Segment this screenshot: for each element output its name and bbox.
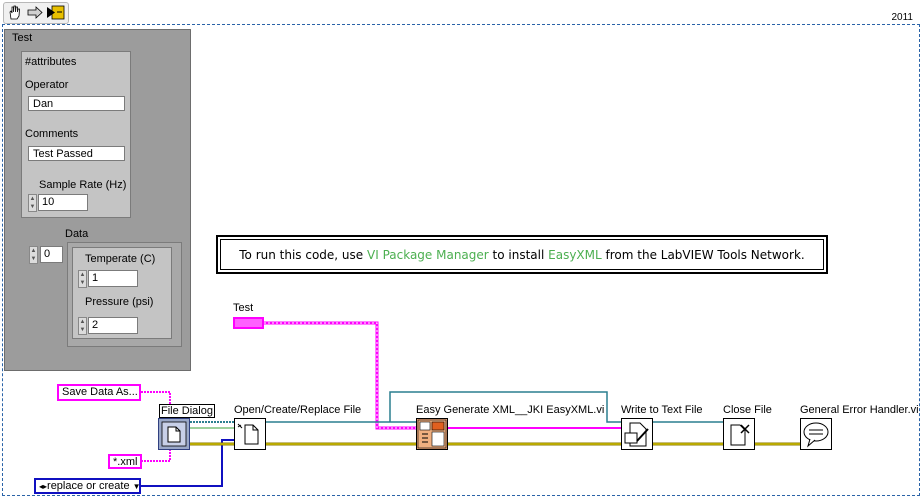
pressure-label: Pressure (psi) bbox=[85, 296, 154, 308]
data-index-spinner[interactable]: ▲▼ bbox=[29, 246, 38, 264]
attributes-cluster: #attributes Operator Dan Comments Test P… bbox=[21, 51, 131, 218]
cluster-title: Test bbox=[12, 32, 33, 44]
test-cluster: Test #attributes Operator Dan Comments T… bbox=[4, 29, 191, 371]
data-array: Temperate (C) ▲▼ 1 Pressure (psi) ▲▼ 2 bbox=[67, 242, 182, 347]
data-element-cluster: Temperate (C) ▲▼ 1 Pressure (psi) ▲▼ 2 bbox=[72, 247, 172, 339]
close-file-node[interactable] bbox=[723, 418, 755, 450]
pressure-field[interactable]: 2 bbox=[88, 317, 138, 334]
install-note-text: To run this code, use VI Package Manager… bbox=[220, 239, 824, 270]
diagram-frame bbox=[2, 24, 920, 496]
write-to-text-file-node[interactable] bbox=[621, 418, 653, 450]
pressure-spinner[interactable]: ▲▼ bbox=[78, 317, 87, 335]
easyxml-icon bbox=[417, 419, 447, 449]
easyxml-link[interactable]: EasyXML bbox=[548, 248, 602, 262]
write-to-text-file-label: Write to Text File bbox=[621, 404, 703, 416]
data-index-field[interactable]: 0 bbox=[40, 246, 63, 263]
vi-package-manager-link[interactable]: VI Package Manager bbox=[367, 248, 489, 262]
open-create-replace-label: Open/Create/Replace File bbox=[234, 404, 362, 416]
save-data-as-constant[interactable]: Save Data As... bbox=[57, 384, 141, 401]
write-file-icon bbox=[624, 422, 649, 447]
chevron-down-icon: ▼ bbox=[132, 482, 141, 491]
file-dialog-node[interactable] bbox=[158, 418, 190, 450]
general-error-handler-label: General Error Handler.vi bbox=[800, 404, 919, 416]
sample-rate-spinner[interactable]: ▲▼ bbox=[28, 194, 37, 212]
operator-label: Operator bbox=[25, 79, 69, 91]
install-note: To run this code, use VI Package Manager… bbox=[216, 235, 828, 274]
sample-rate-field[interactable]: 10 bbox=[38, 194, 88, 211]
open-create-replace-node[interactable] bbox=[234, 418, 266, 450]
temperature-field[interactable]: 1 bbox=[88, 270, 138, 287]
test-cluster-terminal[interactable] bbox=[233, 317, 264, 329]
comments-label: Comments bbox=[25, 128, 79, 140]
temperature-label: Temperate (C) bbox=[85, 253, 156, 265]
replace-or-create-enum[interactable]: ◂▸replace or create ▼ bbox=[34, 478, 141, 494]
run-vi-icon[interactable] bbox=[46, 4, 65, 21]
toolbar bbox=[3, 2, 69, 24]
attributes-title: #attributes bbox=[25, 56, 77, 68]
arrow-right-icon[interactable] bbox=[26, 4, 44, 21]
general-error-handler-node[interactable] bbox=[800, 418, 832, 450]
year-label: 2011 bbox=[889, 12, 915, 23]
operator-field[interactable]: Dan bbox=[28, 96, 125, 111]
error-handler-icon bbox=[803, 422, 829, 448]
test-terminal-label: Test bbox=[233, 302, 254, 314]
file-dialog-label: File Dialog bbox=[159, 404, 215, 418]
file-dialog-icon bbox=[161, 421, 187, 447]
easy-generate-xml-node[interactable] bbox=[416, 418, 448, 450]
close-file-icon bbox=[730, 424, 750, 446]
temperature-spinner[interactable]: ▲▼ bbox=[78, 270, 87, 288]
sample-rate-label: Sample Rate (Hz) bbox=[39, 179, 127, 191]
comments-field[interactable]: Test Passed bbox=[28, 146, 125, 161]
close-file-label: Close File bbox=[723, 404, 772, 416]
easy-generate-xml-label: Easy Generate XML__JKI EasyXML.vi bbox=[416, 404, 605, 416]
xml-pattern-constant[interactable]: *.xml bbox=[108, 454, 142, 469]
enum-arrows-icon: ◂▸ bbox=[39, 482, 48, 491]
hand-icon[interactable] bbox=[6, 4, 24, 21]
open-file-icon bbox=[237, 423, 259, 445]
data-label: Data bbox=[65, 228, 89, 240]
